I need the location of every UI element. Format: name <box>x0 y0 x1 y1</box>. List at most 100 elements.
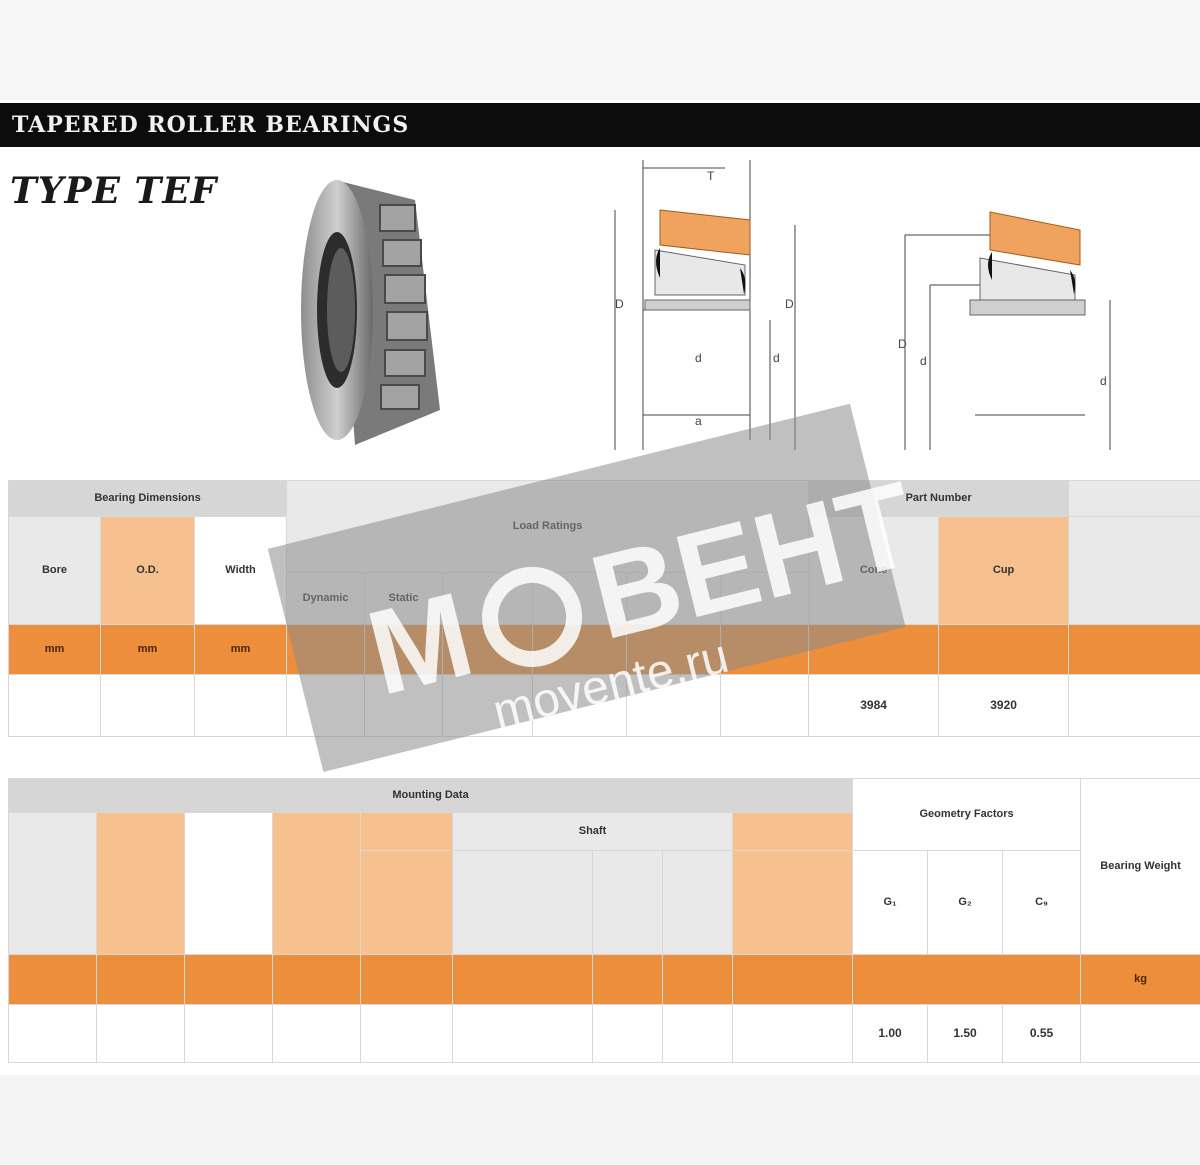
value-load-4 <box>532 674 628 737</box>
value-m3 <box>184 1004 273 1063</box>
col-m5 <box>360 850 453 955</box>
value-g2: 1.50 <box>927 1004 1004 1063</box>
value-m8 <box>662 1004 733 1063</box>
col-g1: G₁ <box>852 850 929 955</box>
unit-cell <box>364 624 444 675</box>
value-load-6 <box>720 674 810 737</box>
value-m9 <box>731 1004 854 1063</box>
value-cg: 0.55 <box>1002 1004 1082 1063</box>
col-bore: Bore <box>8 516 101 625</box>
unit-cell <box>1068 624 1200 675</box>
unit-cell <box>731 954 854 1005</box>
bearing-dimensions-header: Bearing Dimensions <box>7 480 288 517</box>
col-m1 <box>8 812 97 955</box>
unit-cell <box>8 954 97 1005</box>
unit-cell <box>532 624 628 675</box>
value-static <box>364 674 444 737</box>
unit-cell <box>626 624 722 675</box>
unit-cell <box>808 624 940 675</box>
col-cg: C₉ <box>1002 850 1082 955</box>
unit-cell <box>662 954 733 1005</box>
geometry-factors-header: Geometry Factors <box>852 778 1082 851</box>
value-m2 <box>96 1004 185 1063</box>
mounting-data-header: Mounting Data <box>7 778 854 813</box>
col-m6 <box>452 850 593 955</box>
unit-weight: kg <box>1080 954 1200 1005</box>
svg-text:D: D <box>785 297 794 311</box>
shaft-header: Shaft <box>452 812 733 851</box>
section-title: TAPERED ROLLER BEARINGS <box>12 112 410 138</box>
extra-header <box>1068 480 1200 517</box>
unit-cell <box>286 624 366 675</box>
col-g2: G₂ <box>927 850 1004 955</box>
unit-cell <box>852 954 1082 1005</box>
svg-text:d: d <box>695 351 702 365</box>
type-title: TYPE TEF <box>10 170 218 212</box>
svg-text:T: T <box>707 169 715 183</box>
part-number-header: Part Number <box>808 480 1070 517</box>
unit-cell <box>592 954 663 1005</box>
bearing-photo <box>301 180 440 445</box>
value-dynamic <box>286 674 366 737</box>
col-m3 <box>184 812 273 955</box>
col-m9 <box>731 850 854 955</box>
value-load-5 <box>626 674 722 737</box>
col-load-3 <box>442 572 534 625</box>
col-dynamic: Dynamic <box>286 572 366 625</box>
cross-section-diagram-right: D d d <box>898 211 1111 450</box>
unit-cell <box>96 954 185 1005</box>
value-m4 <box>272 1004 361 1063</box>
svg-text:a: a <box>695 414 702 428</box>
col-m5-top <box>360 812 453 851</box>
col-cup: Cup <box>938 516 1070 625</box>
col-m7 <box>592 850 663 955</box>
value-cup: 3920 <box>938 674 1070 737</box>
load-ratings-header: Load Ratings <box>286 480 810 573</box>
value-m7 <box>592 1004 663 1063</box>
svg-text:d: d <box>920 354 927 368</box>
col-load-5 <box>626 572 722 625</box>
value-extra <box>1068 674 1200 737</box>
top-margin <box>0 0 1200 100</box>
col-width: Width <box>193 516 288 625</box>
col-m8 <box>662 850 733 955</box>
bearing-weight-header: Bearing Weight <box>1080 778 1200 955</box>
unit-cell <box>360 954 453 1005</box>
col-m2 <box>96 812 185 955</box>
svg-text:d: d <box>1100 374 1107 388</box>
unit-cell <box>452 954 593 1005</box>
value-m1 <box>8 1004 97 1063</box>
value-od <box>100 674 195 737</box>
svg-text:d: d <box>773 351 780 365</box>
col-static: Static <box>364 572 444 625</box>
col-od: O.D. <box>100 516 195 625</box>
unit-cell: mm <box>8 624 101 675</box>
unit-cell: mm <box>100 624 195 675</box>
value-g1: 1.00 <box>852 1004 929 1063</box>
col-load-4 <box>532 572 628 625</box>
col-m9-top <box>731 812 854 851</box>
value-m6 <box>452 1004 593 1063</box>
value-width <box>193 674 288 737</box>
svg-text:D: D <box>898 337 907 351</box>
bottom-margin <box>0 1075 1200 1165</box>
value-cone: 3984 <box>808 674 940 737</box>
unit-cell <box>272 954 361 1005</box>
unit-cell <box>442 624 534 675</box>
extra-col <box>1068 516 1200 625</box>
col-load-6 <box>720 572 810 625</box>
mounting-data-table: Mounting Data Geometry Factors Bearing W… <box>7 778 1200 1063</box>
title-bar: TAPERED ROLLER BEARINGS <box>0 103 1200 147</box>
unit-cell: mm <box>193 624 288 675</box>
value-weight <box>1080 1004 1200 1063</box>
unit-cell <box>720 624 810 675</box>
value-m5 <box>360 1004 453 1063</box>
unit-cell <box>184 954 273 1005</box>
cross-section-diagram-left: T D D d d a <box>614 160 796 450</box>
bearing-dimensions-table: Bearing Dimensions Load Ratings Part Num… <box>7 480 1200 737</box>
col-m4 <box>272 812 361 955</box>
svg-text:D: D <box>615 297 624 311</box>
value-bore <box>8 674 101 737</box>
unit-cell <box>938 624 1070 675</box>
value-load-3 <box>442 674 534 737</box>
